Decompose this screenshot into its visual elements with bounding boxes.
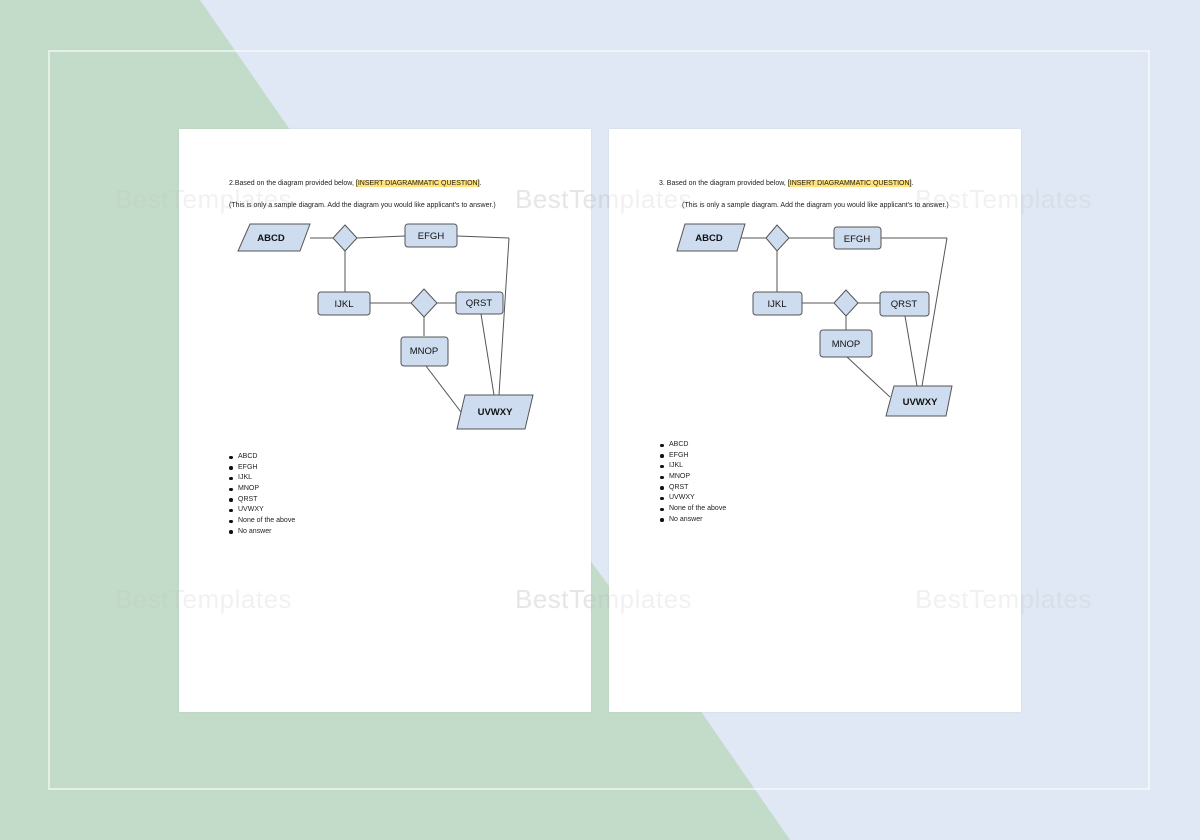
option-label: No answer bbox=[238, 527, 272, 535]
document-page-left: BestTemplates BestTemplates BestTemplate… bbox=[115, 129, 692, 712]
option-item: None of the above bbox=[660, 504, 727, 515]
option-item: ABCD bbox=[229, 452, 295, 463]
bullet-icon bbox=[229, 530, 233, 534]
watermark: BestTemplates bbox=[115, 584, 293, 614]
option-label: UVWXY bbox=[238, 506, 264, 514]
option-label: MNOP bbox=[238, 485, 259, 493]
node-shape-uvwxy bbox=[456, 394, 534, 430]
bullet-icon bbox=[660, 443, 664, 447]
watermark: BestTemplates bbox=[515, 184, 693, 214]
node-shape-efgh bbox=[833, 226, 882, 250]
option-label: No answer bbox=[669, 515, 703, 523]
question-prefix: 3. Based on the diagram provided below, bbox=[659, 180, 788, 187]
question-suffix: . bbox=[479, 180, 482, 187]
answer-options: ABCD EFGH IJKL MNOP QRST UVWXY None of t… bbox=[229, 452, 296, 538]
node-label-ijkl: IJKL bbox=[334, 299, 353, 310]
bullet-icon bbox=[229, 476, 233, 481]
bullet-icon bbox=[660, 518, 664, 522]
node-shape-ijkl bbox=[317, 291, 371, 316]
decision-diamond bbox=[410, 288, 438, 318]
option-label: IJKL bbox=[669, 462, 684, 470]
question-prefix: 2.Based on the diagram provided below, bbox=[229, 180, 356, 187]
option-label: MNOP bbox=[669, 473, 690, 481]
bullet-icon bbox=[660, 496, 664, 501]
option-label: UVWXY bbox=[669, 494, 695, 502]
option-item: No answer bbox=[229, 527, 295, 538]
diagram: ABCD EFGH IJKL QRST MNOP UVWXY bbox=[237, 223, 534, 430]
watermark: BestTemplates bbox=[915, 184, 1093, 214]
option-label: QRST bbox=[238, 495, 258, 503]
question-text: 3. Based on the diagram provided below, … bbox=[659, 180, 913, 187]
option-item: MNOP bbox=[660, 472, 726, 483]
option-label: None of the above bbox=[238, 517, 296, 525]
option-label: EFGH bbox=[669, 451, 689, 459]
bullet-icon bbox=[660, 486, 664, 490]
option-item: QRST bbox=[229, 495, 295, 506]
node-label-efgh: EFGH bbox=[418, 231, 445, 242]
option-item: No answer bbox=[660, 515, 726, 526]
bullet-icon bbox=[660, 464, 664, 469]
node-shape-mnop bbox=[819, 329, 873, 358]
option-label: ABCD bbox=[669, 441, 689, 448]
diagram: ABCD EFGH IJKL QRST MNOP UVWXY bbox=[676, 223, 953, 417]
node-shape-ijkl bbox=[752, 291, 803, 316]
option-item: IJKL bbox=[660, 461, 726, 472]
diagram-note: (This is only a sample diagram. Add the … bbox=[682, 202, 949, 209]
option-label: None of the above bbox=[669, 505, 727, 513]
option-item: None of the above bbox=[229, 516, 296, 527]
bullet-icon bbox=[660, 507, 664, 512]
node-label-ijkl: IJKL bbox=[767, 299, 786, 310]
decision-diamond bbox=[833, 289, 859, 317]
node-shape-abcd bbox=[676, 223, 746, 252]
bullet-icon bbox=[660, 454, 664, 458]
node-shape-abcd bbox=[237, 223, 311, 252]
option-label: ABCD bbox=[238, 453, 258, 460]
diagram-note: (This is only a sample diagram. Add the … bbox=[229, 202, 496, 209]
option-label: IJKL bbox=[238, 474, 253, 482]
question-placeholder: [INSERT DIAGRAMMATIC QUESTION] bbox=[355, 180, 480, 187]
node-label-mnop: MNOP bbox=[410, 346, 439, 357]
option-item: EFGH bbox=[229, 463, 295, 474]
option-item: MNOP bbox=[229, 484, 295, 495]
question-placeholder: [INSERT DIAGRAMMATIC QUESTION] bbox=[787, 180, 912, 187]
node-shape-qrst bbox=[879, 291, 930, 317]
bullet-icon bbox=[229, 466, 233, 470]
option-item: UVWXY bbox=[660, 493, 726, 504]
option-item: QRST bbox=[660, 483, 726, 494]
answer-options: ABCD EFGH IJKL MNOP QRST UVWXY None of t… bbox=[660, 440, 727, 526]
watermark: BestTemplates bbox=[915, 584, 1093, 614]
node-label-mnop: MNOP bbox=[832, 339, 861, 350]
option-item: EFGH bbox=[660, 451, 726, 462]
node-label-abcd: ABCD bbox=[257, 233, 285, 244]
node-shape-efgh bbox=[404, 223, 458, 248]
node-shape-mnop bbox=[400, 336, 449, 367]
node-label-efgh: EFGH bbox=[844, 234, 871, 245]
question-text: 2.Based on the diagram provided below, [… bbox=[229, 180, 482, 187]
option-label: EFGH bbox=[238, 463, 258, 471]
watermark: BestTemplates bbox=[115, 184, 293, 214]
bullet-icon bbox=[660, 475, 664, 480]
node-label-qrst: QRST bbox=[466, 298, 493, 309]
option-item: UVWXY bbox=[229, 505, 295, 516]
question-suffix: . bbox=[911, 180, 914, 187]
node-label-uvwxy: UVWXY bbox=[478, 407, 514, 418]
node-label-qrst: QRST bbox=[891, 299, 918, 310]
option-item: ABCD bbox=[660, 440, 726, 451]
option-item: IJKL bbox=[229, 473, 295, 484]
node-shape-qrst bbox=[455, 291, 504, 315]
bullet-icon bbox=[229, 498, 233, 502]
decision-diamond bbox=[332, 224, 358, 252]
bullet-icon bbox=[229, 455, 233, 459]
bullet-icon bbox=[229, 519, 233, 524]
node-shape-uvwxy bbox=[885, 385, 953, 417]
decision-diamond bbox=[765, 224, 790, 252]
option-label: QRST bbox=[669, 483, 689, 491]
node-label-uvwxy: UVWXY bbox=[903, 397, 939, 408]
watermark: BestTemplates bbox=[515, 584, 693, 614]
document-page-right: BestTemplates BestTemplates BestTemplate… bbox=[515, 129, 1092, 712]
frame-border bbox=[48, 50, 1150, 790]
bullet-icon bbox=[229, 487, 233, 492]
bullet-icon bbox=[229, 508, 233, 513]
node-label-abcd: ABCD bbox=[695, 233, 723, 244]
